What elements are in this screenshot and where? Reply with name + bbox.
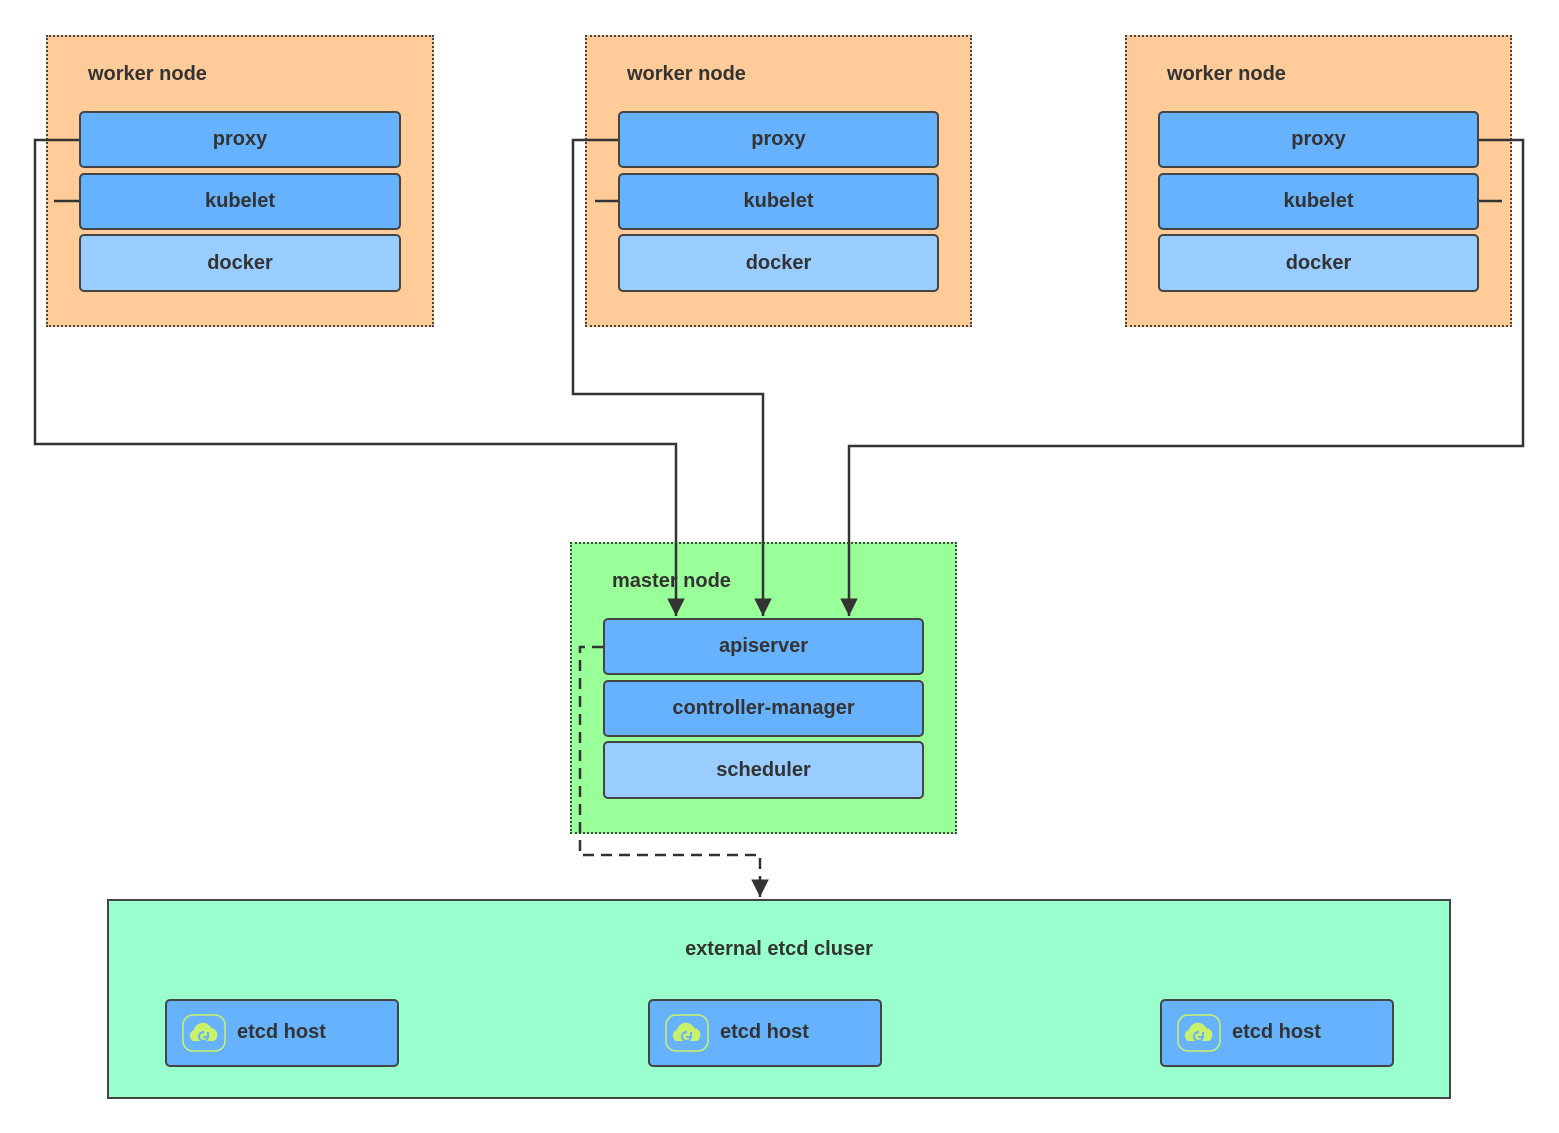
proxy-component[interactable]: proxy [1158,111,1479,168]
worker-node-title: worker node [1167,63,1286,85]
etcd-host[interactable]: etcd host [1160,999,1394,1067]
worker-node-title: worker node [88,63,207,85]
etcd-host-label: etcd host [237,1021,326,1043]
cloud-sync-icon [665,1014,709,1052]
cloud-sync-icon [1177,1014,1221,1052]
apiserver-component[interactable]: apiserver [603,618,924,675]
cloud-sync-icon [182,1014,226,1052]
kubelet-component[interactable]: kubelet [79,173,401,230]
master-node-title: master node [612,570,731,592]
etcd-host[interactable]: etcd host [648,999,882,1067]
kubelet-component[interactable]: kubelet [618,173,939,230]
worker-node-title: worker node [627,63,746,85]
controller-manager-component[interactable]: controller-manager [603,680,924,737]
etcd-cluster-title: external etcd cluser [685,938,873,960]
docker-component[interactable]: docker [79,234,401,292]
etcd-host-label: etcd host [720,1021,809,1043]
etcd-host[interactable]: etcd host [165,999,399,1067]
kubelet-component[interactable]: kubelet [1158,173,1479,230]
etcd-cluster: external etcd cluser etcd host etcd host… [107,899,1451,1099]
docker-component[interactable]: docker [618,234,939,292]
etcd-host-label: etcd host [1232,1021,1321,1043]
proxy-component[interactable]: proxy [618,111,939,168]
proxy-component[interactable]: proxy [79,111,401,168]
docker-component[interactable]: docker [1158,234,1479,292]
scheduler-component[interactable]: scheduler [603,741,924,799]
